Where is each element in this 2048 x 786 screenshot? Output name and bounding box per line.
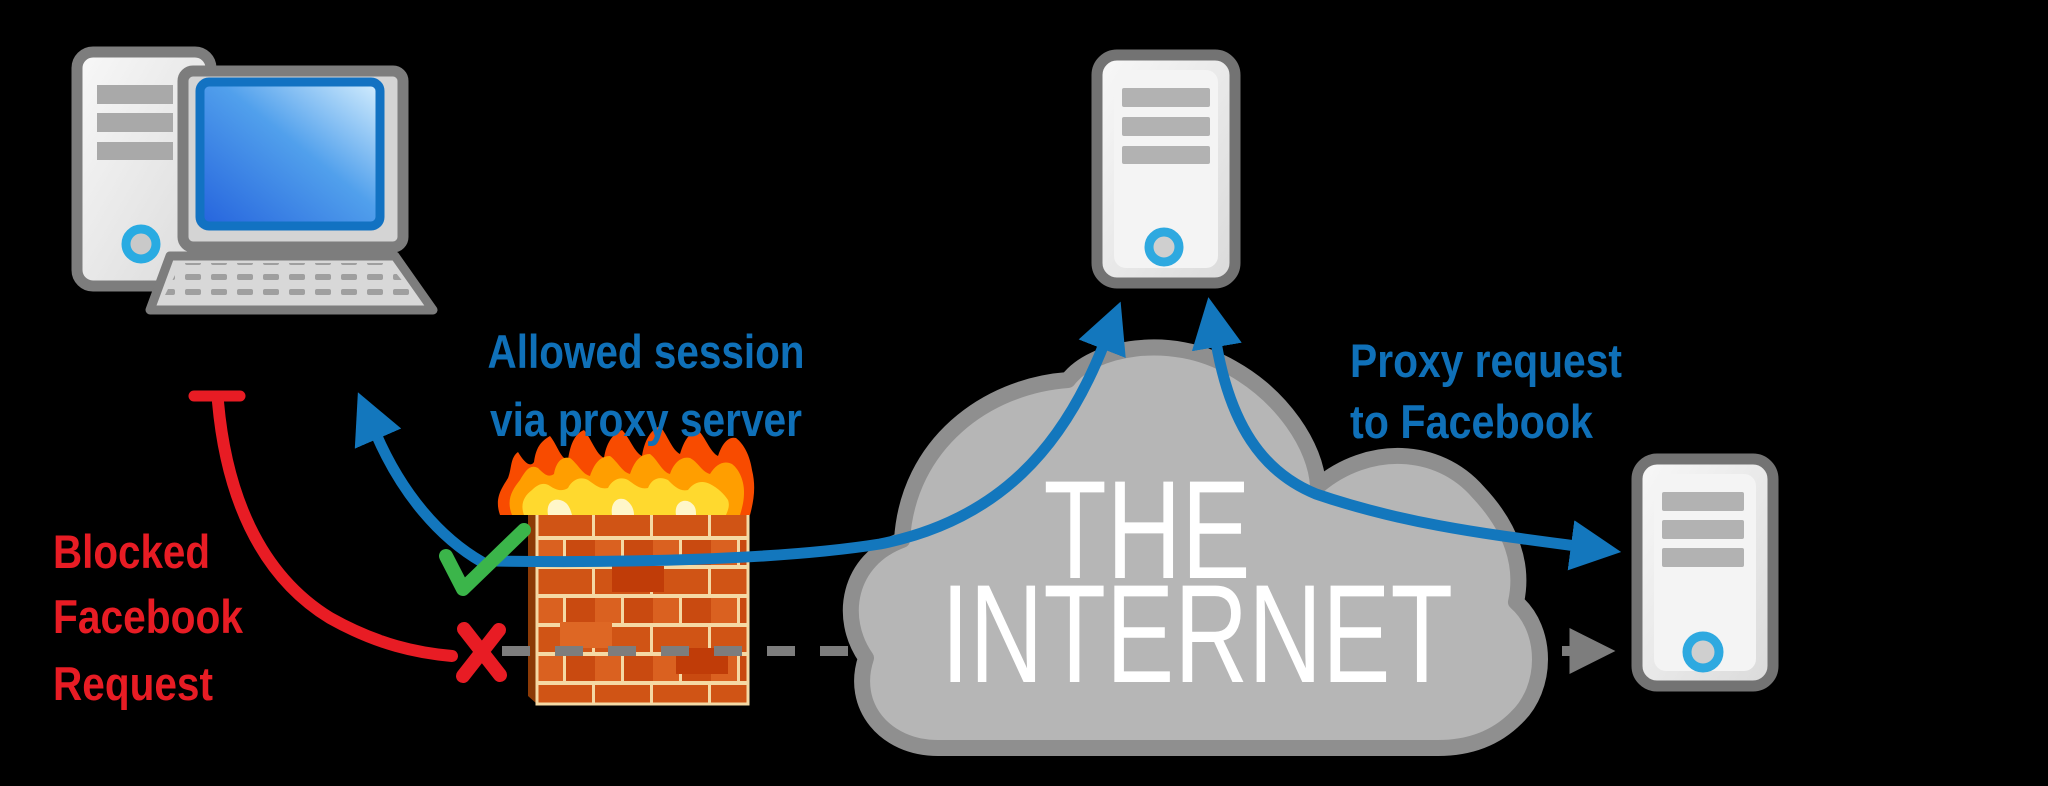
cloud-label-line2: INTERNET [941,555,1453,712]
blocked-request-label-line2: Facebook [53,590,244,643]
monitor-screen [195,77,385,231]
proxy-request-label-line1: Proxy request [1350,334,1622,387]
allowed-session-label-line1: Allowed session [488,325,805,378]
tower-vent-slot [97,85,173,104]
green-checkmark-icon [439,523,531,596]
power-button-icon [1682,631,1724,673]
tower-vent-slot [97,113,173,132]
allowed-arrow-to-client [354,392,488,568]
brick-wall [535,506,750,706]
server-drive-bay [1122,146,1210,164]
blocked-request-label-line1: Blocked [53,525,210,578]
blocked-arrow-curve [212,396,458,662]
allowed-arrow-to-proxy [487,301,1126,568]
firewall-icon [497,426,755,706]
power-button-icon [1144,227,1184,267]
allowed-session-label-line2: via proxy server [490,393,802,446]
allowed-session-paths [354,297,1622,596]
proxy-to-facebook-arrow [1191,297,1622,571]
flame-core [547,498,696,515]
server-drive-bay [1122,117,1210,136]
blocked-request-label-line3: Request [53,657,213,710]
diagram-labels: Allowed session via proxy server Proxy r… [53,325,1622,710]
server-drive-bay [1662,492,1744,511]
tower-vent-slot [97,142,173,160]
proxy-server-icon [1091,49,1241,289]
proxy-request-label-line2: to Facebook [1350,395,1594,448]
facebook-server-icon [1631,453,1779,692]
server-drive-bay [1662,520,1744,539]
server-drive-bay [1662,548,1744,567]
light-brick [560,622,612,648]
dark-brick [612,566,664,592]
client-computer-icon [71,46,438,315]
keyboard-keys [161,263,420,303]
red-x-icon [456,622,507,683]
server-drive-bay [1122,88,1210,107]
power-button-icon [121,224,161,264]
flames-icon [497,426,755,515]
blocked-request-path [188,390,507,683]
